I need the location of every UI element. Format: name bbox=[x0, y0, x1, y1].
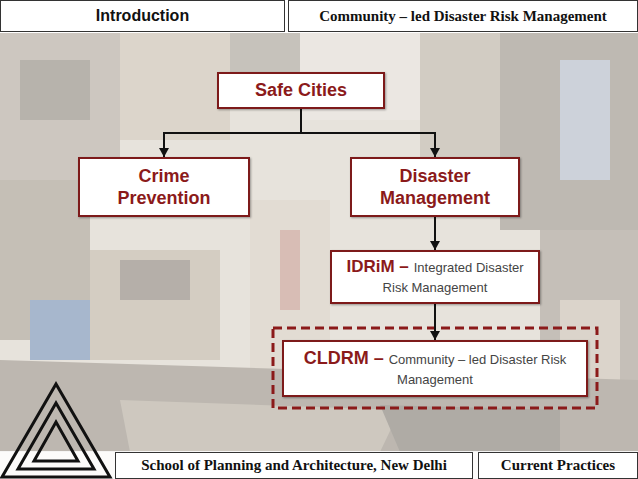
connector bbox=[430, 304, 440, 340]
text-holder: CLDRM –Community – led Disaster Risk Man… bbox=[292, 348, 578, 389]
box-label: Community – led Disaster Risk Management bbox=[319, 8, 607, 25]
connector bbox=[430, 217, 440, 250]
logo-triangles bbox=[2, 384, 110, 477]
logo-outer bbox=[2, 384, 110, 477]
text-holder: Current Practices bbox=[501, 457, 615, 474]
text-holder: Community – led Disaster Risk Management bbox=[319, 8, 607, 25]
root-box: Safe Cities bbox=[217, 72, 385, 109]
connector-line bbox=[301, 109, 435, 157]
connector bbox=[159, 109, 301, 157]
arrow-head bbox=[159, 148, 169, 157]
branch-box: Crime Prevention bbox=[78, 157, 250, 217]
arrow-head bbox=[430, 241, 440, 250]
box-subtext: Community – led Disaster Risk Management bbox=[389, 352, 567, 387]
focus-box: CLDRM –Community – led Disaster Risk Man… bbox=[282, 340, 588, 397]
footer-tab: School of Planning and Architecture, New… bbox=[115, 452, 473, 479]
box-label: Safe Cities bbox=[229, 80, 373, 101]
box-label: Disaster Management bbox=[376, 165, 494, 209]
box-label: Introduction bbox=[96, 7, 189, 25]
box-label: School of Planning and Architecture, New… bbox=[141, 457, 447, 474]
box-label: CLDRM – bbox=[304, 348, 384, 368]
concept-box: IDRiM –Integrated Disaster Risk Manageme… bbox=[330, 250, 540, 304]
box-label: Current Practices bbox=[501, 457, 615, 474]
arrow-head bbox=[430, 148, 440, 157]
text-holder: School of Planning and Architecture, New… bbox=[141, 457, 447, 474]
text-holder: IDRiM –Integrated Disaster Risk Manageme… bbox=[340, 257, 530, 297]
header-tab: Introduction bbox=[0, 0, 285, 32]
logo-middle bbox=[18, 403, 94, 469]
text-holder: Introduction bbox=[96, 7, 189, 25]
header-title-tab: Community – led Disaster Risk Management bbox=[288, 0, 638, 32]
logo-inner bbox=[34, 422, 78, 461]
footer-tab: Current Practices bbox=[478, 452, 638, 479]
connector-line bbox=[164, 109, 301, 157]
branch-box: Disaster Management bbox=[350, 157, 520, 217]
box-label: Crime Prevention bbox=[108, 165, 220, 209]
connector bbox=[301, 109, 440, 157]
box-label: IDRiM – bbox=[346, 257, 408, 276]
arrow-head bbox=[430, 331, 440, 340]
header-band bbox=[0, 0, 638, 33]
dashed-frame bbox=[273, 328, 597, 408]
